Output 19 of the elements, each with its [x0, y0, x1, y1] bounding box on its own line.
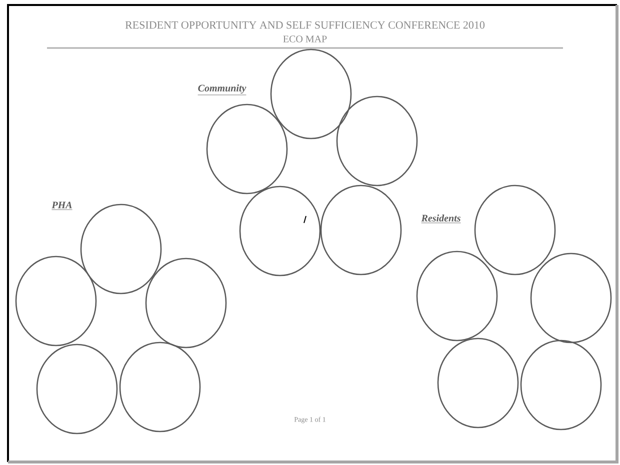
- empty-circle: [36, 344, 118, 434]
- empty-circle: [239, 186, 321, 276]
- empty-circle: [336, 96, 418, 186]
- empty-circle: [416, 250, 498, 342]
- empty-circle: [520, 340, 602, 430]
- empty-circle: [474, 184, 556, 276]
- group-label: Residents: [421, 214, 461, 224]
- group-label: PHA: [52, 202, 72, 210]
- empty-circle: [15, 256, 97, 346]
- empty-circle: [119, 342, 201, 432]
- empty-circle: [145, 258, 227, 348]
- title: RESIDENT OPPORTUNITY AND SELF SUFFICIENCY CONFERENCE 2010: [125, 21, 484, 29]
- empty-circle: [80, 204, 162, 294]
- empty-circle: [530, 252, 612, 344]
- group-label: Community: [198, 84, 246, 96]
- empty-circle: [206, 104, 288, 194]
- empty-circle: [437, 338, 519, 428]
- empty-circle: [320, 184, 402, 276]
- empty-circle: [270, 48, 352, 140]
